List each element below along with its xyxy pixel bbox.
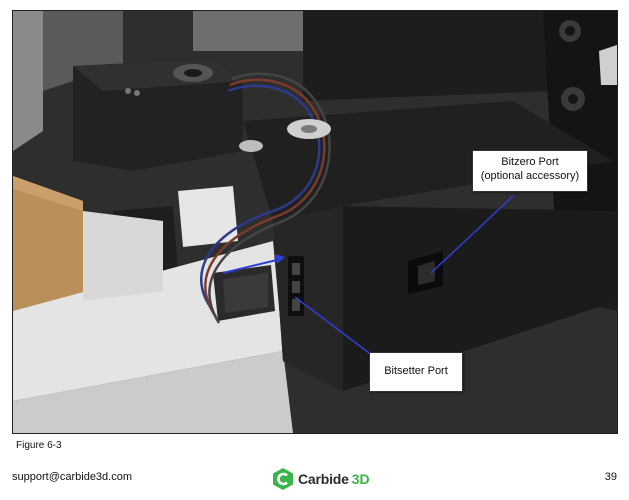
machine-render-illustration bbox=[13, 11, 617, 433]
support-email-link[interactable]: support@carbide3d.com bbox=[12, 471, 133, 483]
figure-frame bbox=[12, 10, 618, 434]
bitzero-port-callout: Bitzero Port (optional accessory) bbox=[472, 150, 588, 192]
page-number: 39 bbox=[604, 471, 617, 483]
brand-name: Carbide bbox=[298, 471, 349, 487]
bitsetter-port-callout: Bitsetter Port bbox=[369, 352, 463, 392]
brand-accent: 3D bbox=[351, 471, 370, 487]
carbide3d-logo: Carbide 3D bbox=[272, 466, 370, 492]
figure-caption: Figure 6-3 bbox=[16, 440, 62, 451]
bitzero-port-sublabel: (optional accessory) bbox=[480, 170, 580, 182]
bitzero-port-label: Bitzero Port bbox=[501, 156, 559, 168]
bitsetter-port-label: Bitsetter Port bbox=[384, 365, 448, 377]
carbide-hexagon-icon bbox=[273, 468, 293, 490]
